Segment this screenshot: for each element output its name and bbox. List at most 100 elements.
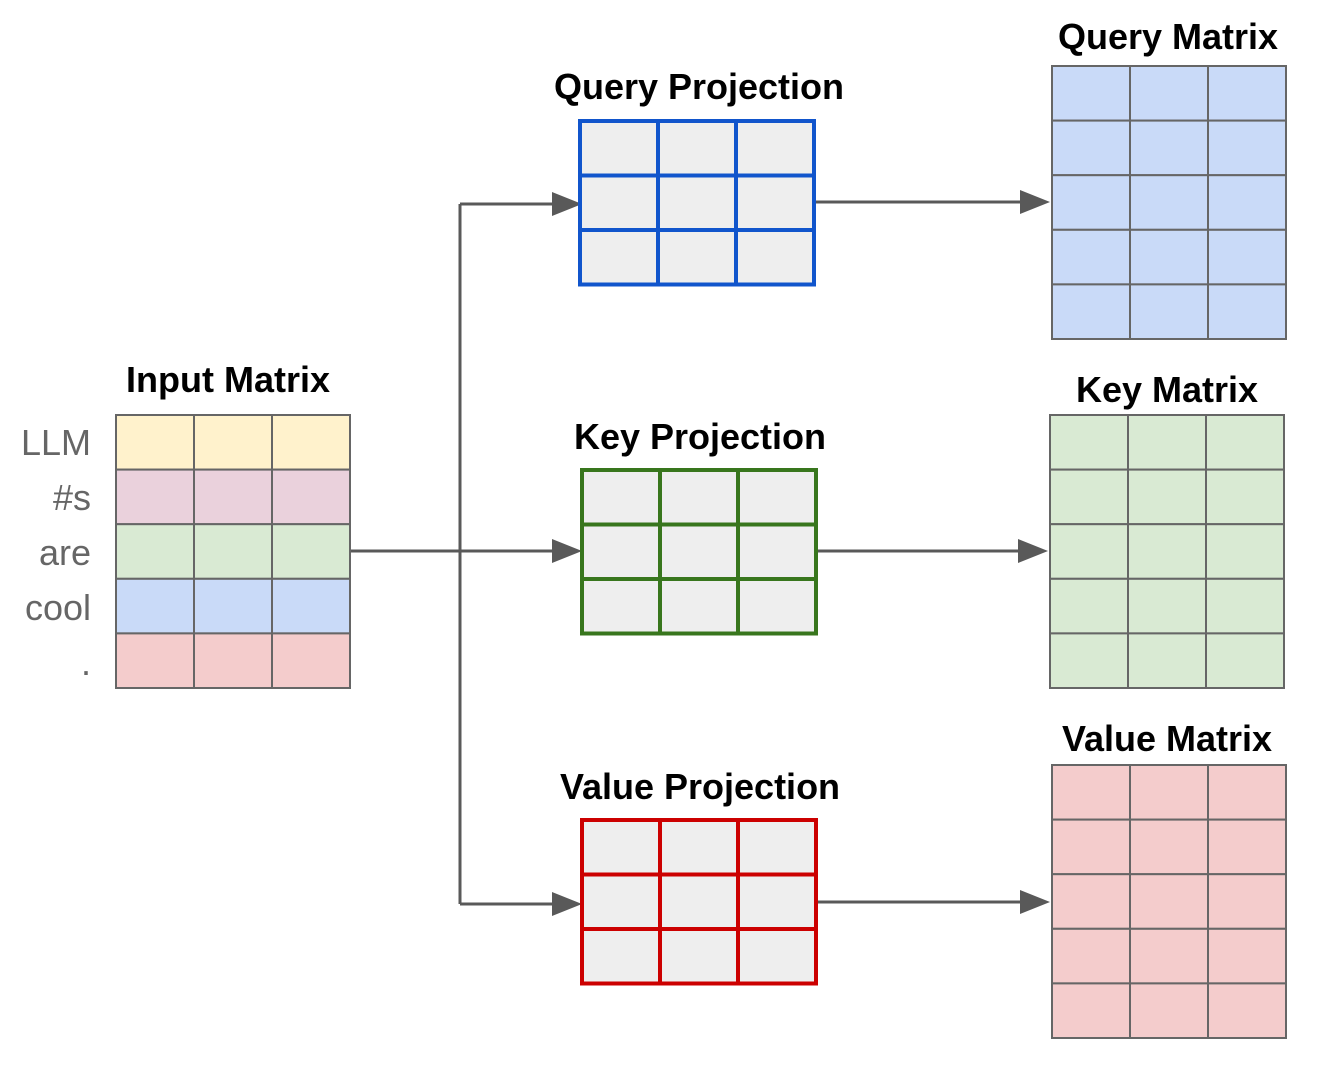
output-matrix-cell: [1049, 577, 1129, 635]
output-matrix-cell: [1127, 523, 1207, 580]
output-matrix-cell: [1127, 632, 1207, 690]
output-matrix-cell: [1205, 523, 1285, 580]
output-matrix-cell: [1205, 414, 1285, 471]
query-matrix-title: Query Matrix: [1058, 16, 1278, 57]
input-matrix-cell: [115, 577, 195, 635]
projection-cell: [656, 173, 738, 232]
key-matrix-grid: [1049, 414, 1285, 690]
key-matrix: Key Matrix: [1049, 369, 1285, 690]
key-projection-grid: [580, 468, 818, 636]
output-matrix-cell: [1207, 764, 1287, 821]
projection-cell: [736, 872, 818, 931]
input-matrix-cell: [115, 414, 195, 471]
output-matrix-cell: [1051, 174, 1131, 231]
input-matrix-cell: [271, 577, 351, 635]
projection-cell: [736, 468, 818, 527]
projection-cell: [580, 927, 662, 986]
output-matrix-cell: [1129, 873, 1209, 930]
output-matrix-cell: [1205, 577, 1285, 635]
projection-cell: [656, 228, 738, 287]
output-matrix-cell: [1129, 764, 1209, 821]
input-matrix-cell: [115, 523, 195, 580]
value-matrix-title: Value Matrix: [1062, 718, 1272, 759]
output-matrix-cell: [1129, 927, 1209, 985]
output-matrix-cell: [1051, 228, 1131, 286]
input-matrix-cell: [193, 577, 273, 635]
output-matrix-cell: [1051, 873, 1131, 930]
input-matrix-cell: [115, 632, 195, 690]
input-matrix-cell: [271, 632, 351, 690]
output-matrix-cell: [1205, 468, 1285, 526]
input-matrix-cell: [193, 414, 273, 471]
output-matrix-cell: [1051, 283, 1131, 340]
token-label: cool: [25, 587, 91, 628]
projection-cell: [578, 228, 660, 287]
input-token-labels: LLM #s are cool .: [21, 422, 91, 683]
token-label: .: [81, 642, 91, 683]
output-matrix-cell: [1127, 468, 1207, 526]
query-projection: Query Projection: [554, 66, 844, 287]
token-label: LLM: [21, 422, 91, 463]
output-matrix-cell: [1051, 982, 1131, 1040]
output-matrix-cell: [1129, 283, 1209, 340]
input-matrix-cell: [193, 468, 273, 526]
output-matrix-cell: [1129, 818, 1209, 876]
projection-cell: [578, 173, 660, 232]
output-matrix-cell: [1207, 283, 1287, 340]
projection-cell: [734, 119, 816, 178]
output-matrix-cell: [1051, 65, 1131, 122]
input-matrix-cell: [271, 414, 351, 471]
projection-cell: [658, 927, 740, 986]
projection-cell: [734, 173, 816, 232]
output-matrix-cell: [1051, 764, 1131, 821]
output-matrix-cell: [1207, 228, 1287, 286]
projection-cell: [658, 522, 740, 581]
output-matrix-cell: [1207, 818, 1287, 876]
arrowhead-key-matrix: [1018, 539, 1048, 563]
value-matrix: Value Matrix: [1051, 718, 1287, 1040]
query-projection-title: Query Projection: [554, 66, 844, 107]
projection-cell: [580, 522, 662, 581]
value-projection: Value Projection: [560, 766, 840, 986]
arrowhead-query-matrix: [1020, 190, 1050, 214]
output-matrix-cell: [1051, 927, 1131, 985]
output-matrix-cell: [1129, 119, 1209, 177]
query-matrix: Query Matrix: [1051, 16, 1287, 340]
query-matrix-grid: [1051, 65, 1287, 340]
projection-cell: [736, 927, 818, 986]
output-matrix-cell: [1127, 577, 1207, 635]
input-matrix: Input Matrix LLM #s are cool .: [21, 359, 351, 690]
input-matrix-title: Input Matrix: [126, 359, 330, 400]
output-matrix-cell: [1207, 982, 1287, 1040]
value-matrix-grid: [1051, 764, 1287, 1040]
output-matrix-cell: [1205, 632, 1285, 690]
output-matrix-cell: [1207, 119, 1287, 177]
projection-cell: [580, 872, 662, 931]
output-matrix-cell: [1207, 927, 1287, 985]
output-matrix-cell: [1207, 174, 1287, 231]
output-matrix-cell: [1207, 873, 1287, 930]
projection-cell: [580, 577, 662, 636]
projection-cell: [736, 522, 818, 581]
input-matrix-cell: [271, 523, 351, 580]
token-label: #s: [53, 477, 91, 518]
output-matrix-cell: [1129, 228, 1209, 286]
output-matrix-cell: [1127, 414, 1207, 471]
projection-cell: [656, 119, 738, 178]
input-matrix-cell: [193, 523, 273, 580]
key-matrix-title: Key Matrix: [1076, 369, 1258, 410]
projection-cell: [734, 228, 816, 287]
output-matrix-cell: [1049, 523, 1129, 580]
output-matrix-cell: [1051, 818, 1131, 876]
projection-cell: [658, 818, 740, 877]
projection-cell: [736, 818, 818, 877]
arrowhead-value-matrix: [1020, 890, 1050, 914]
projection-cell: [658, 468, 740, 527]
output-matrix-cell: [1207, 65, 1287, 122]
output-matrix-cell: [1129, 65, 1209, 122]
projection-cell: [578, 119, 660, 178]
projection-cell: [580, 468, 662, 527]
projection-cell: [736, 577, 818, 636]
input-matrix-grid: [115, 414, 351, 690]
token-label: are: [39, 532, 91, 573]
